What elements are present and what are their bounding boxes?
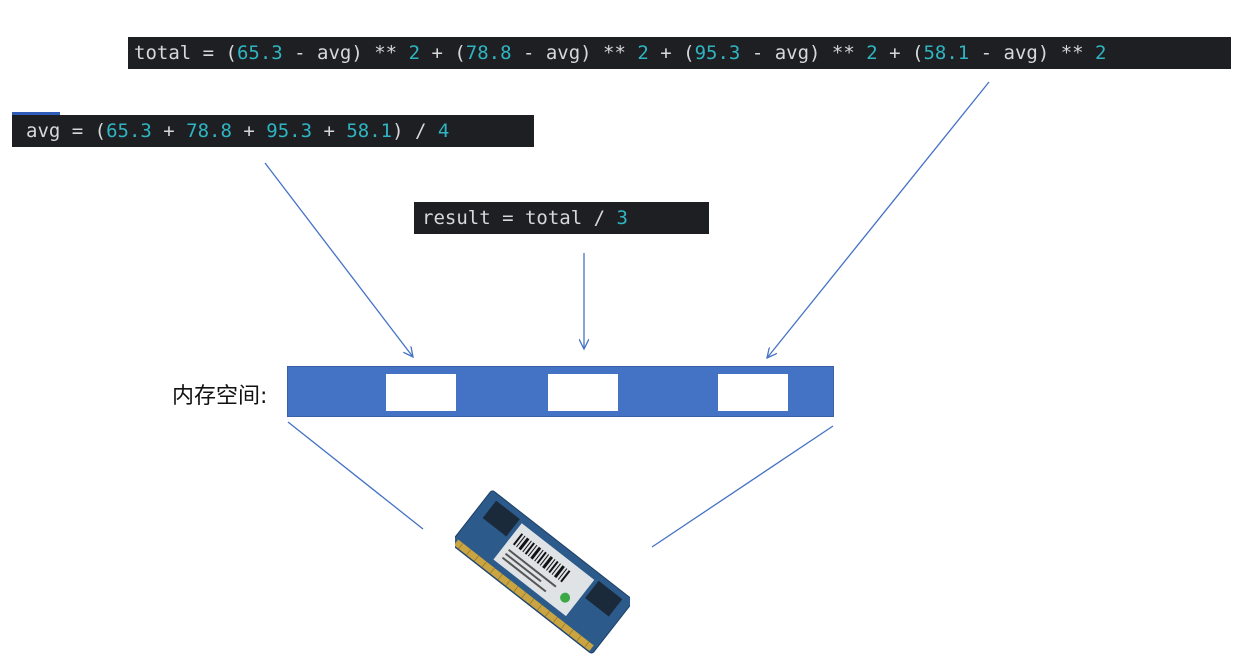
code-number-token: 2 <box>637 42 649 64</box>
code-number-token: 95.3 <box>694 42 741 64</box>
code-text-token: - avg) ** <box>740 42 867 64</box>
code-number-token: 65.3 <box>106 120 152 142</box>
memory-slot-avg <box>386 374 456 411</box>
code-number-token: 2 <box>408 42 421 64</box>
code-text-token: - avg) ** <box>969 42 1096 64</box>
code-number-token: 58.1 <box>923 42 970 64</box>
code-text-token: + ( <box>877 42 924 64</box>
memory-space-bar <box>287 366 834 417</box>
code-text-token: + <box>312 120 347 142</box>
code-text-token: - avg) ** <box>511 42 638 64</box>
code-text-token: total = ( <box>134 42 237 64</box>
code-number-token: 4 <box>437 120 450 142</box>
code-line-avg: avg = (65.3 + 78.8 + 95.3 + 58.1) / 4 <box>12 112 534 147</box>
code-text-token: + ( <box>420 42 466 64</box>
code-text-token: ) / <box>392 120 438 142</box>
code-number-token: 2 <box>866 42 878 64</box>
code-line-result: result = total / 3 <box>414 202 709 234</box>
arrow-total-to-slot <box>767 81 990 358</box>
memory-zoom-line-right <box>651 425 834 548</box>
code-line-total: total = (65.3 - avg) ** 2 + (78.8 - avg)… <box>128 37 1231 69</box>
code-number-token: 65.3 <box>236 42 283 64</box>
code-number-token: 58.1 <box>346 120 393 142</box>
code-number-token: 95.3 <box>266 120 313 142</box>
code-number-token: 2 <box>1095 42 1107 64</box>
memory-slot-result <box>548 374 618 411</box>
code-text-token: result = total / <box>422 207 617 229</box>
code-text-token: - avg) ** <box>282 42 409 64</box>
memory-slot-total <box>718 374 788 411</box>
code-text-token: avg = ( <box>26 120 107 142</box>
memory-zoom-line-left <box>287 421 424 530</box>
code-number-token: 3 <box>616 207 628 229</box>
ram-module-image <box>455 490 630 654</box>
code-text-token: + <box>151 120 187 142</box>
memory-space-label: 内存空间: <box>172 384 268 409</box>
code-text-token: + ( <box>648 42 695 64</box>
code-number-token: 78.8 <box>465 42 512 64</box>
code-number-token: 78.8 <box>186 120 232 142</box>
code-cursor-marker <box>12 112 60 115</box>
arrow-avg-to-slot <box>264 162 413 357</box>
code-text-token: + <box>231 120 267 142</box>
